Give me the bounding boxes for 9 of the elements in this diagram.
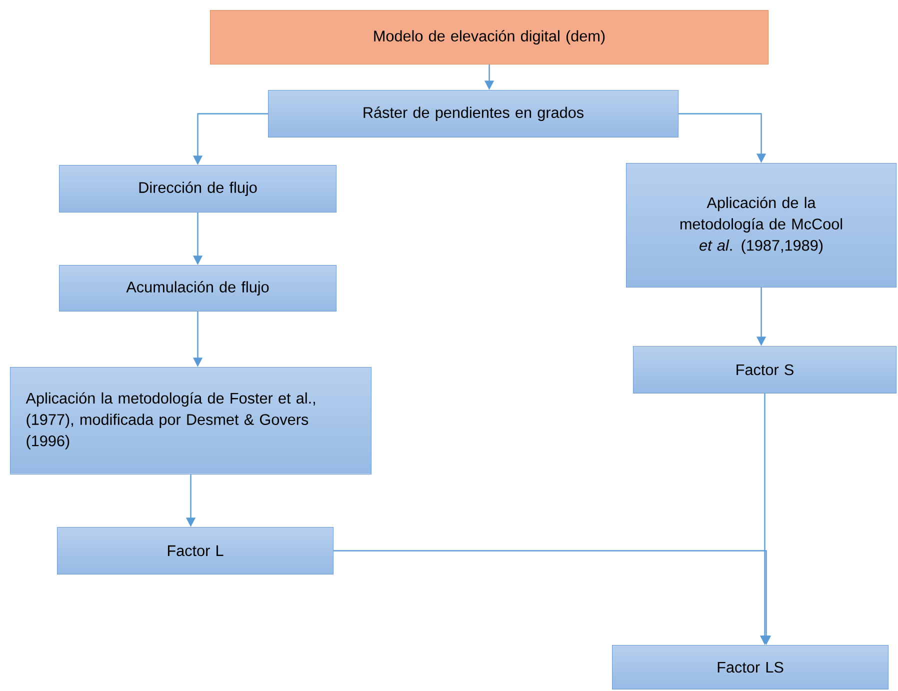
process-box: Aplicación de la metodología de McCool et al. (1987,1989) [626,163,897,288]
process-box: Factor LS [612,645,889,690]
process-box: Aplicación la metodología de Foster et al., (1977), modificada por Desmet & Govers (1996) [10,367,372,475]
start-box: Modelo de elevación digital (dem) [210,10,769,65]
process-box: Acumulación de flujo [59,265,337,312]
process-box: Factor L [57,527,334,575]
process-box: Dirección de flujo [59,165,337,213]
process-box: Factor S [633,346,897,394]
process-box: Ráster de pendientes en grados [268,90,679,138]
